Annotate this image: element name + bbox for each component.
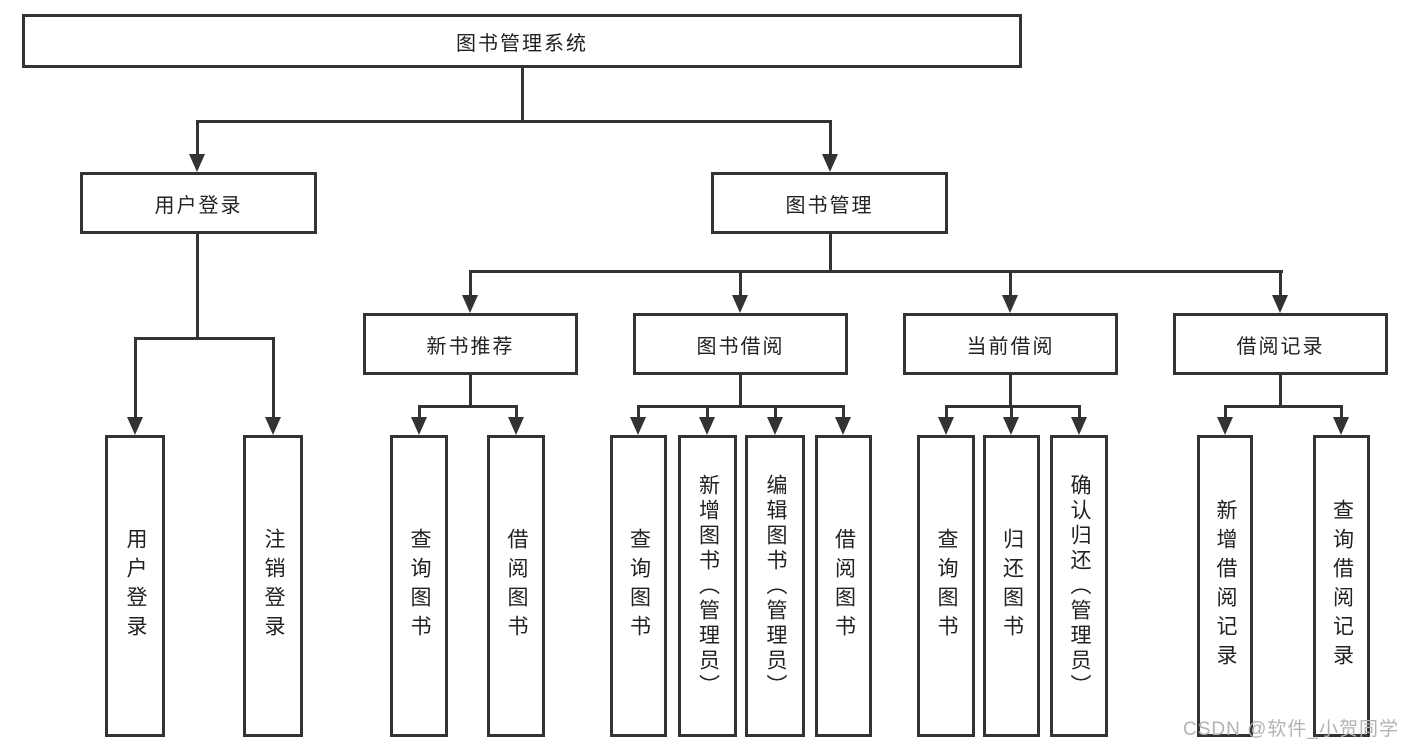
node-book-management: 图书管理 bbox=[711, 172, 948, 234]
arrow-down-icon bbox=[835, 417, 851, 435]
connector-line bbox=[945, 405, 1081, 408]
connector-line bbox=[842, 405, 845, 417]
arrow-down-icon bbox=[1003, 417, 1019, 435]
connector-line bbox=[1009, 375, 1012, 406]
arrow-down-icon bbox=[462, 295, 478, 313]
arrow-down-icon bbox=[127, 417, 143, 435]
connector-line bbox=[1224, 405, 1227, 417]
connector-line bbox=[1009, 270, 1012, 295]
leaf-edit-book-admin: 编辑图书（管理员） bbox=[745, 435, 805, 737]
arrow-down-icon bbox=[938, 417, 954, 435]
arrow-down-icon bbox=[1333, 417, 1349, 435]
connector-line bbox=[418, 405, 421, 417]
connector-line bbox=[1224, 405, 1343, 408]
leaf-user-login: 用户登录 bbox=[105, 435, 165, 737]
connector-line bbox=[196, 120, 832, 123]
connector-line bbox=[134, 337, 137, 417]
arrow-down-icon bbox=[411, 417, 427, 435]
connector-line bbox=[1010, 405, 1013, 417]
leaf-add-borrow-record: 新增借阅记录 bbox=[1197, 435, 1253, 737]
node-borrow-records: 借阅记录 bbox=[1173, 313, 1388, 375]
arrow-down-icon bbox=[1272, 295, 1288, 313]
connector-line bbox=[774, 405, 777, 417]
connector-line bbox=[469, 270, 472, 295]
leaf-logout: 注销登录 bbox=[243, 435, 303, 737]
connector-line bbox=[1340, 405, 1343, 417]
connector-line bbox=[1078, 405, 1081, 417]
node-new-book-recommend: 新书推荐 bbox=[363, 313, 578, 375]
leaf-query-borrow-record: 查询借阅记录 bbox=[1313, 435, 1370, 737]
node-root: 图书管理系统 bbox=[22, 14, 1022, 68]
connector-line bbox=[1279, 375, 1282, 406]
arrow-down-icon bbox=[508, 417, 524, 435]
connector-line bbox=[829, 234, 832, 273]
leaf-add-book-admin: 新增图书（管理员） bbox=[678, 435, 737, 737]
connector-line bbox=[739, 375, 742, 406]
arrow-down-icon bbox=[1071, 417, 1087, 435]
leaf-query-books-borrow: 查询图书 bbox=[610, 435, 667, 737]
node-user-login-branch: 用户登录 bbox=[80, 172, 317, 234]
connector-line bbox=[196, 120, 199, 154]
arrow-down-icon bbox=[822, 154, 838, 172]
arrow-down-icon bbox=[630, 417, 646, 435]
connector-line bbox=[739, 270, 742, 295]
arrow-down-icon bbox=[1217, 417, 1233, 435]
connector-line bbox=[469, 270, 1283, 273]
leaf-query-books-current: 查询图书 bbox=[917, 435, 975, 737]
leaf-borrow-books-recommend: 借阅图书 bbox=[487, 435, 545, 737]
connector-line bbox=[637, 405, 640, 417]
connector-line bbox=[134, 337, 275, 340]
connector-line bbox=[829, 120, 832, 154]
node-book-borrow: 图书借阅 bbox=[633, 313, 848, 375]
connector-line bbox=[469, 375, 472, 406]
connector-line bbox=[1279, 270, 1282, 295]
leaf-borrow-book: 借阅图书 bbox=[815, 435, 872, 737]
csdn-watermark: CSDN @软件_小贺同学 bbox=[1183, 719, 1399, 740]
connector-line bbox=[196, 234, 199, 338]
connector-line bbox=[272, 337, 275, 417]
arrow-down-icon bbox=[732, 295, 748, 313]
connector-line bbox=[418, 405, 518, 408]
leaf-query-books-recommend: 查询图书 bbox=[390, 435, 448, 737]
connector-line bbox=[945, 405, 948, 417]
arrow-down-icon bbox=[767, 417, 783, 435]
connector-line bbox=[637, 405, 845, 408]
leaf-confirm-return-admin: 确认归还（管理员） bbox=[1050, 435, 1108, 737]
connector-line bbox=[706, 405, 709, 417]
arrow-down-icon bbox=[699, 417, 715, 435]
node-current-borrow: 当前借阅 bbox=[903, 313, 1118, 375]
arrow-down-icon bbox=[265, 417, 281, 435]
arrow-down-icon bbox=[1002, 295, 1018, 313]
arrow-down-icon bbox=[189, 154, 205, 172]
leaf-return-book: 归还图书 bbox=[983, 435, 1040, 737]
connector-line bbox=[521, 68, 524, 120]
connector-line bbox=[515, 405, 518, 417]
